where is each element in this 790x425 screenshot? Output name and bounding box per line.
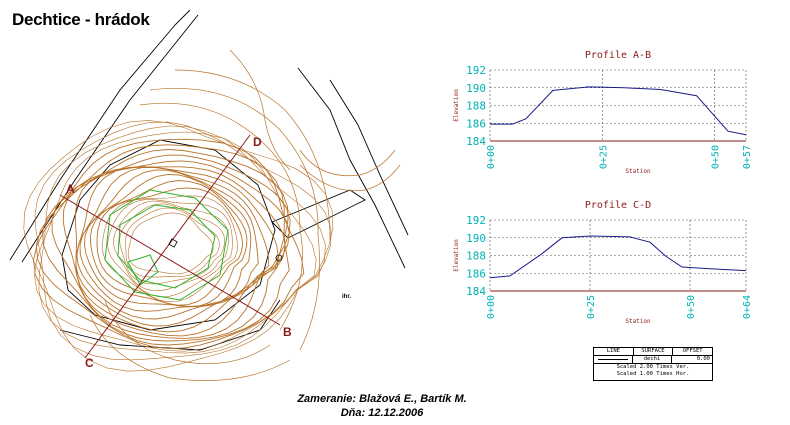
contour-ring — [84, 173, 252, 308]
y-tick-label: 186 — [466, 267, 486, 280]
legend-header-line: LINE — [594, 348, 634, 355]
y-tick-label: 184 — [466, 285, 486, 298]
x-axis-label: Station — [625, 318, 651, 325]
profile-line — [489, 235, 747, 279]
contour-map: A B C D ihr. — [9, 9, 409, 381]
legend-offset-value: 0.00 — [696, 356, 710, 362]
section-line-a-b — [59, 194, 281, 326]
contour-ring — [127, 212, 214, 275]
credits-surveyors: Zameranie: Blažová E., Bartík M. — [297, 393, 467, 405]
credits-block: Zameranie: Blažová E., Bartík M. Dňa: 12… — [262, 392, 502, 420]
boundary-line-hill-outline — [61, 139, 276, 331]
contour-line — [149, 87, 320, 351]
contour-ring — [102, 195, 238, 303]
x-tick-label: 0+64 — [742, 295, 750, 319]
boundary-line-west-2 — [21, 14, 199, 263]
x-tick-label: 0+57 — [742, 145, 750, 169]
contour-ring — [96, 187, 244, 306]
profile-chart-a-b: Profile A-B 184 186 188 190 192 0+00 0+25 0+50 0+… — [453, 50, 750, 175]
y-tick-label: 190 — [466, 232, 486, 245]
contour-ring — [125, 207, 220, 278]
legend-note-vertical: Scaled 2.00 Times Ver. — [616, 364, 690, 370]
contour-line — [299, 149, 396, 177]
x-tick-label: 0+25 — [598, 145, 609, 169]
x-tick-label: 0+50 — [711, 145, 722, 169]
boundary-lines — [9, 9, 409, 351]
section-label-c: C — [85, 356, 94, 370]
inner-platform — [104, 189, 229, 301]
boundary-line-east — [297, 67, 406, 269]
survey-point-east — [275, 254, 283, 262]
platform-outline-inner — [117, 204, 216, 289]
platform-pit — [127, 254, 159, 286]
sheet-title: Dechtice - hrádok — [12, 10, 150, 29]
credits-date: Dňa: 12.12.2006 — [340, 407, 424, 419]
contour-ring — [42, 149, 289, 342]
boundary-line-west-1 — [9, 9, 191, 261]
boundary-line-south — [59, 299, 281, 351]
section-lines: A B C D — [59, 134, 292, 370]
chart-title: Profile C-D — [585, 200, 651, 211]
contour-line — [89, 314, 291, 381]
y-tick-label: 186 — [466, 117, 486, 130]
survey-point-marker — [168, 238, 178, 248]
boundary-line-east-2 — [329, 79, 409, 236]
legend-surface-value: dechi — [633, 356, 672, 363]
legend-header-surface: SURFACE — [634, 348, 674, 355]
section-label-d: D — [253, 135, 262, 149]
section-label-a: A — [66, 182, 75, 196]
y-tick-label: 192 — [466, 64, 486, 77]
legend-header-offset: OFFSET — [682, 348, 703, 354]
x-tick-label: 0+25 — [586, 295, 597, 319]
profile-chart-c-d: Profile C-D 184 186 188 190 192 0+00 0+25 0+50 0+… — [453, 200, 750, 325]
legend-box: LINE SURFACE OFFSET dechi 0.00 Scaled 2.… — [593, 347, 713, 381]
contour-line — [139, 102, 303, 331]
contour-ring — [90, 180, 248, 308]
x-axis-label: Station — [625, 168, 651, 175]
x-tick-label: 0+50 — [686, 295, 697, 319]
contour-line — [299, 164, 401, 192]
chart-title: Profile A-B — [585, 50, 651, 61]
contour-line — [229, 49, 291, 171]
legend-line-swatch — [594, 356, 633, 363]
profile-charts: Profile A-B 184 186 188 190 192 0+00 0+25 0+50 0+… — [453, 50, 750, 325]
label-ihr: ihr. — [342, 294, 351, 300]
y-tick-label: 188 — [466, 250, 486, 263]
legend-data-row: dechi 0.00 — [594, 356, 712, 364]
y-tick-label: 188 — [466, 100, 486, 113]
legend-header-row: LINE SURFACE OFFSET — [594, 348, 712, 356]
y-tick-label: 190 — [466, 82, 486, 95]
x-tick-label: 0+00 — [486, 145, 497, 169]
contour-ring — [79, 169, 259, 312]
y-axis-label: Elevation — [453, 89, 460, 122]
contour-lines — [23, 49, 401, 381]
x-tick-label: 0+00 — [486, 295, 497, 319]
section-line-c-d — [84, 134, 251, 359]
contour-ring — [35, 144, 290, 346]
legend-note-horizontal: Scaled 1.00 Times Hor. — [616, 371, 690, 377]
contour-line — [174, 69, 331, 241]
contour-ring — [113, 200, 230, 292]
y-axis-label: Elevation — [453, 239, 460, 272]
y-tick-label: 184 — [466, 135, 486, 148]
profile-line — [490, 86, 747, 136]
contour-line — [104, 299, 271, 364]
y-tick-label: 192 — [466, 214, 486, 227]
section-label-b: B — [283, 325, 292, 339]
contour-ring — [107, 199, 233, 298]
platform-outline — [104, 189, 229, 301]
